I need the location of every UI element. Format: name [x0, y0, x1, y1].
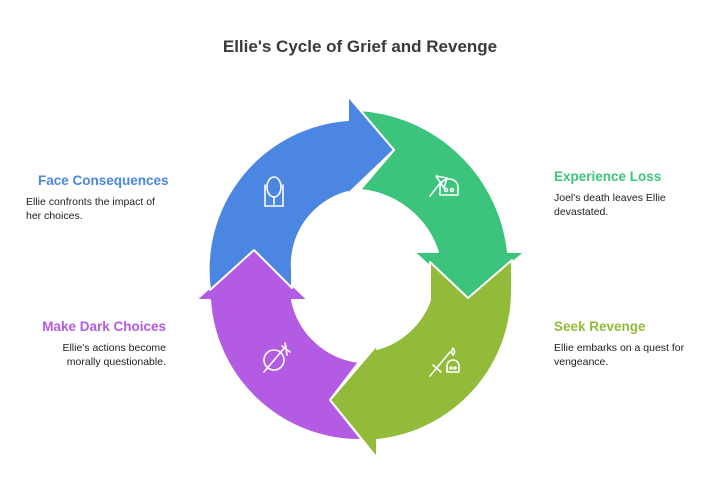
sword-skull-icon: [429, 347, 460, 377]
mirror-icon: [264, 176, 284, 207]
stage-title-dark-choices: Make Dark Choices: [42, 319, 166, 334]
axe-skull-icon: [429, 175, 459, 197]
broken-compass-icon: [263, 342, 291, 373]
stage-desc-dark-choices: Ellie's actions become morally questiona…: [62, 342, 166, 368]
stage-desc-face-consequences: Ellie confronts the impact of her choice…: [26, 196, 155, 222]
stage-desc-seek-revenge: Ellie embarks on a quest for vengeance.: [554, 342, 685, 368]
segment-experience-loss: [359, 109, 526, 301]
stage-title-experience-loss: Experience Loss: [554, 169, 662, 184]
stage-title-seek-revenge: Seek Revenge: [554, 319, 646, 334]
segment-seek-revenge: [329, 259, 514, 459]
segment-face-consequences: [207, 95, 395, 291]
stage-title-face-consequences: Face Consequences: [38, 173, 169, 188]
stage-desc-experience-loss: Joel's death leaves Ellie devastated.: [554, 192, 666, 218]
segment-dark-choices: [195, 247, 363, 442]
diagram-title: Ellie's Cycle of Grief and Revenge: [222, 37, 498, 56]
